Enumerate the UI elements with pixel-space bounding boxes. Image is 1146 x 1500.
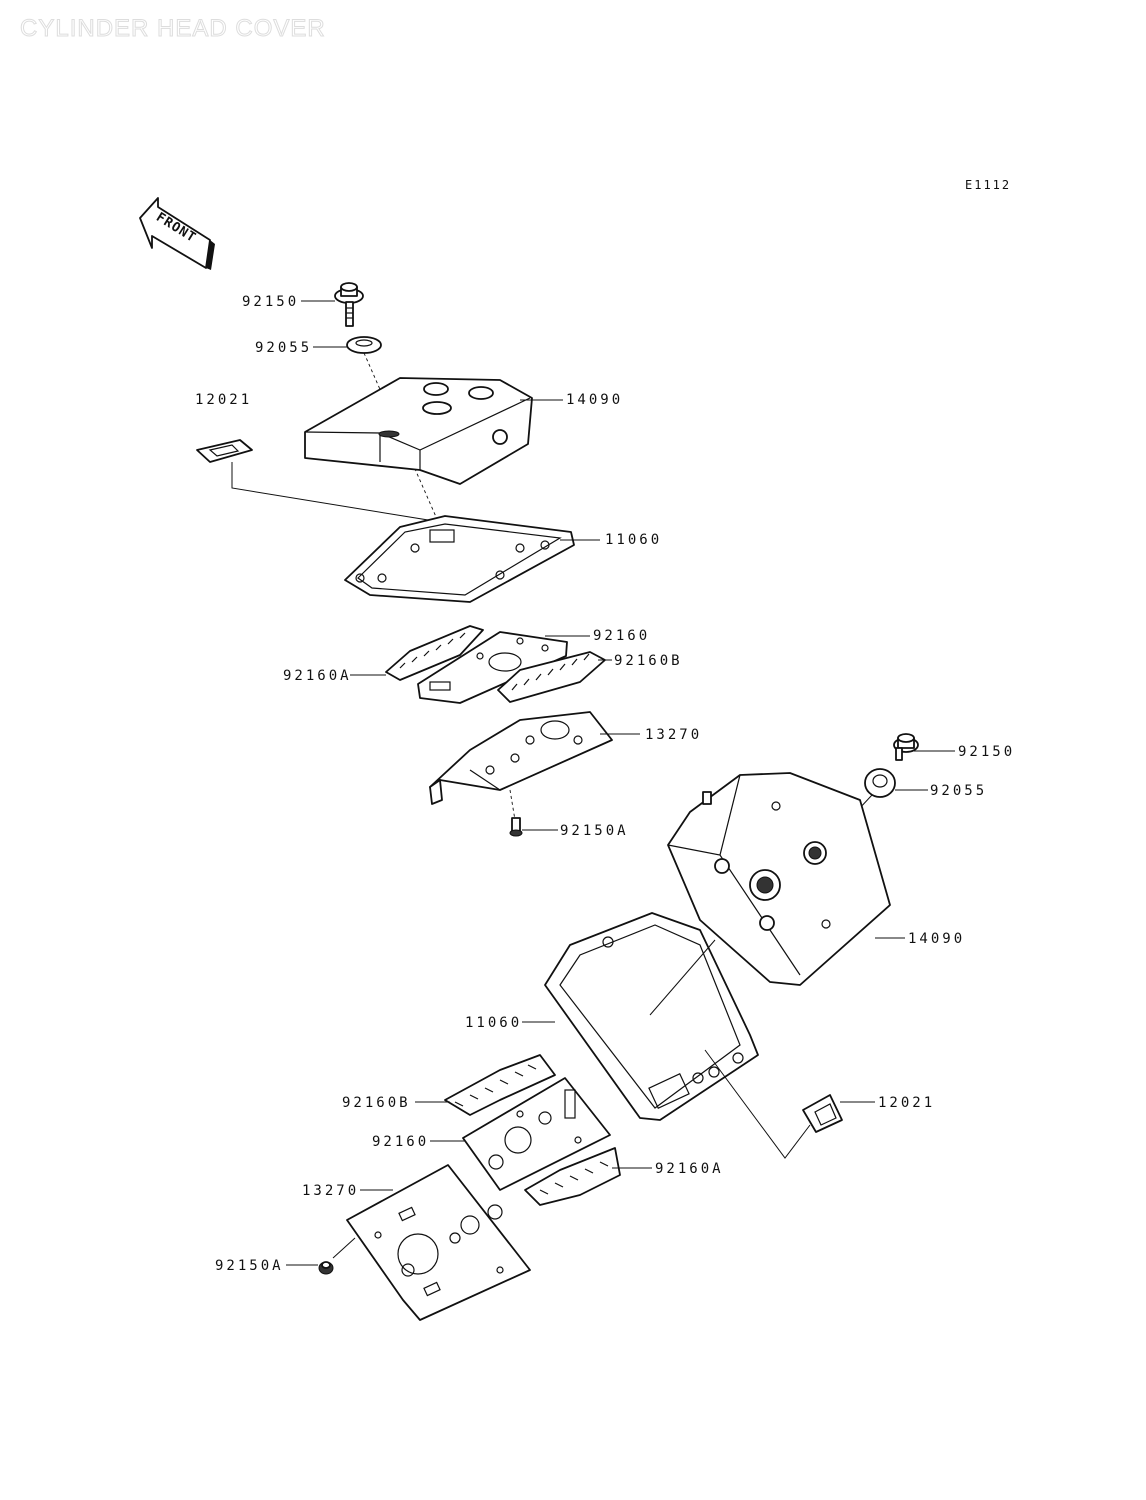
bottom-screw-icon	[318, 1237, 356, 1275]
bottom-grommet-icon	[802, 1094, 843, 1133]
callout-top-baffle-a: 92160A	[283, 668, 352, 684]
callout-bottom-plate: 13270	[302, 1183, 359, 1199]
bottom-baffle-b-icon	[444, 1054, 556, 1116]
callout-top-gasket: 11060	[605, 532, 662, 548]
callout-top-screw: 92150A	[560, 823, 629, 839]
top-baffle-b-icon	[497, 651, 606, 703]
top-washer-icon	[346, 336, 382, 354]
callout-top-baffle-plate: 92160	[593, 628, 650, 644]
top-grommet-icon	[196, 439, 253, 463]
bottom-bolt-icon	[893, 733, 919, 761]
top-screw-icon	[509, 789, 523, 837]
diagram-title: CYLINDER HEAD COVER	[20, 15, 326, 43]
callout-top-plate: 13270	[645, 727, 702, 743]
top-plate-icon	[429, 711, 613, 805]
diagram-code: E1112	[965, 178, 1012, 192]
bottom-gasket-icon	[544, 912, 759, 1121]
callout-bottom-grommet: 12021	[878, 1095, 935, 1111]
top-gasket-icon	[344, 515, 575, 603]
callout-top-grommet: 12021	[195, 392, 252, 408]
callout-bottom-baffle-plate: 92160	[372, 1134, 429, 1150]
bottom-plate-icon	[346, 1164, 531, 1321]
callout-bottom-screw: 92150A	[215, 1258, 284, 1274]
callout-top-bolt: 92150	[242, 294, 299, 310]
bottom-baffle-plate-icon	[462, 1077, 611, 1191]
callout-bottom-baffle-a: 92160A	[655, 1161, 724, 1177]
bottom-washer-icon	[864, 768, 896, 798]
callout-top-baffle-b: 92160B	[614, 653, 683, 669]
bottom-baffle-a-icon	[524, 1147, 621, 1206]
top-cover-icon	[304, 377, 533, 485]
callout-top-cover: 14090	[566, 392, 623, 408]
callout-bottom-washer: 92055	[930, 783, 987, 799]
top-baffle-plate-icon	[417, 631, 568, 704]
front-arrow-icon: FRONT	[139, 197, 215, 270]
callout-bottom-cover: 14090	[908, 931, 965, 947]
callout-top-washer: 92055	[255, 340, 312, 356]
top-baffle-a-icon	[385, 625, 484, 681]
top-bolt-icon	[334, 282, 364, 327]
callout-bottom-gasket: 11060	[465, 1015, 522, 1031]
callout-bottom-bolt: 92150	[958, 744, 1015, 760]
callout-bottom-baffle-b: 92160B	[342, 1095, 411, 1111]
bottom-cover-icon	[667, 772, 891, 986]
